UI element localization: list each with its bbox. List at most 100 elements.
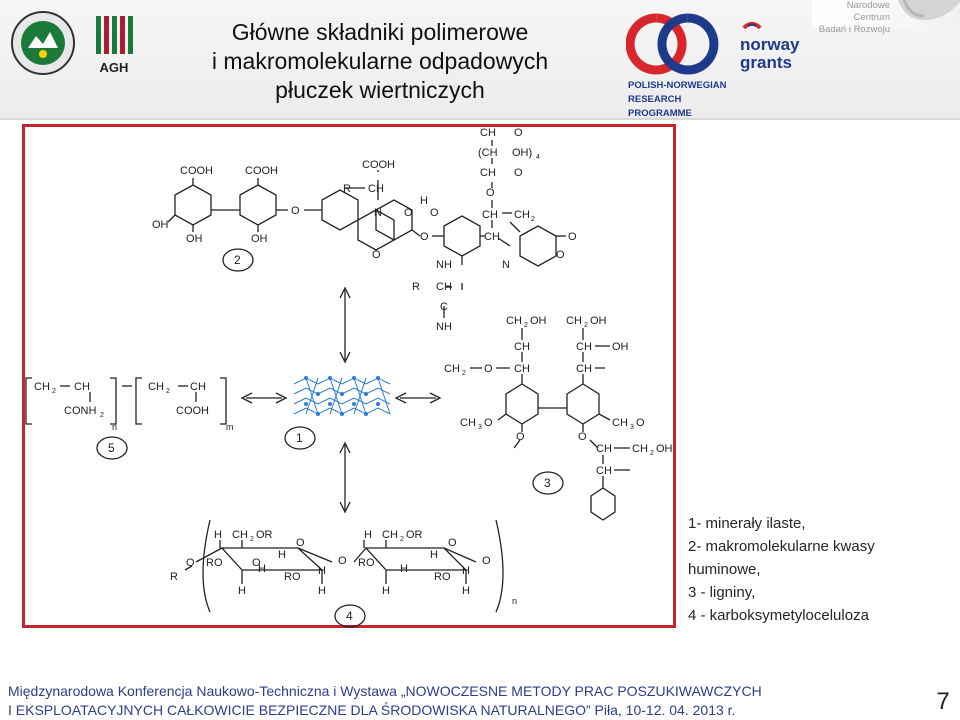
s3-ch2oh-3: CH (632, 443, 648, 455)
footer: Międzynarodowa Konferencja Naukowo-Techn… (8, 682, 928, 720)
s2-choh: (CH (478, 147, 498, 159)
s3-oh-1: OH (530, 315, 547, 327)
s3-ch2oh-2: CH (566, 315, 582, 327)
s2-sub-4: 4 (536, 154, 540, 161)
ncbr-logo-text: Narodowe Centrum Badań i Rozwoju (808, 0, 890, 36)
s3-label: 3 (544, 476, 551, 490)
s2-o-6: O (568, 231, 577, 243)
s4-o-2: O (296, 537, 305, 549)
s4-sub-2: 2 (400, 536, 404, 543)
s2-ch-1: CH (368, 183, 384, 195)
s3-ch-5: CH (596, 443, 612, 455)
s4-h-5: H (430, 549, 438, 561)
ncbr-swoosh-icon (898, 0, 960, 21)
s3-sub-1: 2 (524, 322, 528, 329)
s2-cooh-2: COOH (245, 165, 278, 177)
s2-o-5: O (372, 249, 381, 261)
s2-o-1: O (291, 205, 300, 217)
legend-line-5: 4 - karboksymetyloceluloza (688, 607, 869, 624)
legend-line-2: 2- makromolekularne kwasy (688, 538, 875, 555)
s4-o-1: O (186, 557, 195, 569)
page-title: Główne składniki polimerowe i makromolek… (170, 18, 590, 105)
s2-cooh-3: COOH (362, 159, 395, 171)
s2-ch-2: CH (436, 281, 452, 293)
s3-oh-4: OH (656, 443, 673, 455)
s5-ch-a: CH (74, 381, 90, 393)
s4-o-5: O (482, 555, 491, 567)
norway-line-2: grants (740, 53, 792, 72)
s5-sub-2a: 2 (52, 388, 56, 395)
s2-cooh-1: COOH (180, 165, 213, 177)
s2-n-2: N (502, 259, 510, 271)
s3-sub-4: 3 (478, 424, 482, 431)
s4-h-1: H (214, 529, 222, 541)
s3-o-1: O (484, 363, 493, 375)
s4-o-3: O (338, 555, 347, 567)
s5-ch2-a: CH (34, 381, 50, 393)
s2-o-10: O (556, 249, 565, 261)
s3-o-4: O (516, 431, 525, 443)
s4-h-3: H (278, 549, 286, 561)
s2-oh-1: OH (152, 219, 169, 231)
legend: 1- minerały ilaste, 2- makromolekularne … (688, 512, 956, 627)
s3-ch-6: CH (596, 465, 612, 477)
agh-logo-icon: AGH (96, 16, 133, 75)
s4-ro-4: RO (434, 571, 451, 583)
s5-sub-2b: 2 (100, 412, 104, 419)
pnrp-line-1: POLISH-NORWEGIAN (628, 80, 727, 91)
s3-sub-3: 2 (462, 370, 466, 377)
ncbr-line-1: Narodowe Centrum (846, 0, 890, 23)
s4-ch2or-1: CH (232, 529, 248, 541)
s3-o-2: O (484, 417, 493, 429)
pnrp-line-3: PROGRAMME (628, 108, 692, 119)
s5-sub-2c: 2 (166, 388, 170, 395)
ncbr-line-2: Badań i Rozwoju (818, 24, 890, 35)
s4-or-1: OR (256, 529, 273, 541)
s2-nh-2: NH (436, 321, 452, 333)
s4-or-2: OR (406, 529, 423, 541)
agh-logo-text: AGH (100, 60, 129, 75)
s3-oh-2: OH (590, 315, 607, 327)
s2-n-1: N (374, 207, 382, 219)
s2-c-1: C (440, 301, 448, 313)
legend-line-1: 1- minerały ilaste, (688, 515, 806, 532)
s3-ch3o-1: CH (460, 417, 476, 429)
s2-nh-1: NH (436, 259, 452, 271)
s2-sub-2a: 2 (531, 216, 535, 223)
norway-grants-logo-icon: norway grants (740, 22, 800, 72)
s3-ch2x: CH (444, 363, 460, 375)
s4-h-10: H (462, 585, 470, 597)
s5-m: m (226, 422, 234, 432)
s4-h-2: H (364, 529, 372, 541)
header-bar: AGH Główne składniki polimerowe i makrom… (0, 0, 960, 120)
s5-ch2-b: CH (148, 381, 164, 393)
s4-o-4: O (448, 537, 457, 549)
s5-label: 5 (108, 441, 115, 455)
title-line-2: i makromolekularne odpadowych (211, 48, 549, 74)
s2-ch2b: CH (514, 209, 530, 221)
s2-ch-3: CH (482, 209, 498, 221)
s4-h-7: H (238, 585, 246, 597)
s4-ro-1: RO (206, 557, 223, 569)
s3-o-3: O (636, 417, 645, 429)
s2-ch-4: CH (484, 231, 500, 243)
page-number: 7 (936, 688, 950, 715)
s4-h-6: H (400, 563, 408, 575)
s5-n: n (112, 422, 117, 432)
s4-h-11: H (318, 565, 326, 577)
s3-o-5: O (578, 431, 587, 443)
s3-ch3o-2: CH (612, 417, 628, 429)
s4-label: 4 (346, 609, 353, 623)
s4-ch2or-2: CH (382, 529, 398, 541)
s4-r: R (170, 571, 178, 583)
title-line-3: płuczek wiertniczych (275, 77, 485, 103)
s5-conh: CONH (64, 405, 96, 417)
s3-ch-1: CH (514, 341, 530, 353)
s2-o-2: O (404, 207, 413, 219)
pwsz-logo-icon (11, 11, 75, 75)
s5-ch-b: CH (190, 381, 206, 393)
s3-ch-3: CH (514, 363, 530, 375)
s2-oh-4: OH) (512, 147, 532, 159)
s2-oh-2: OH (186, 233, 203, 245)
